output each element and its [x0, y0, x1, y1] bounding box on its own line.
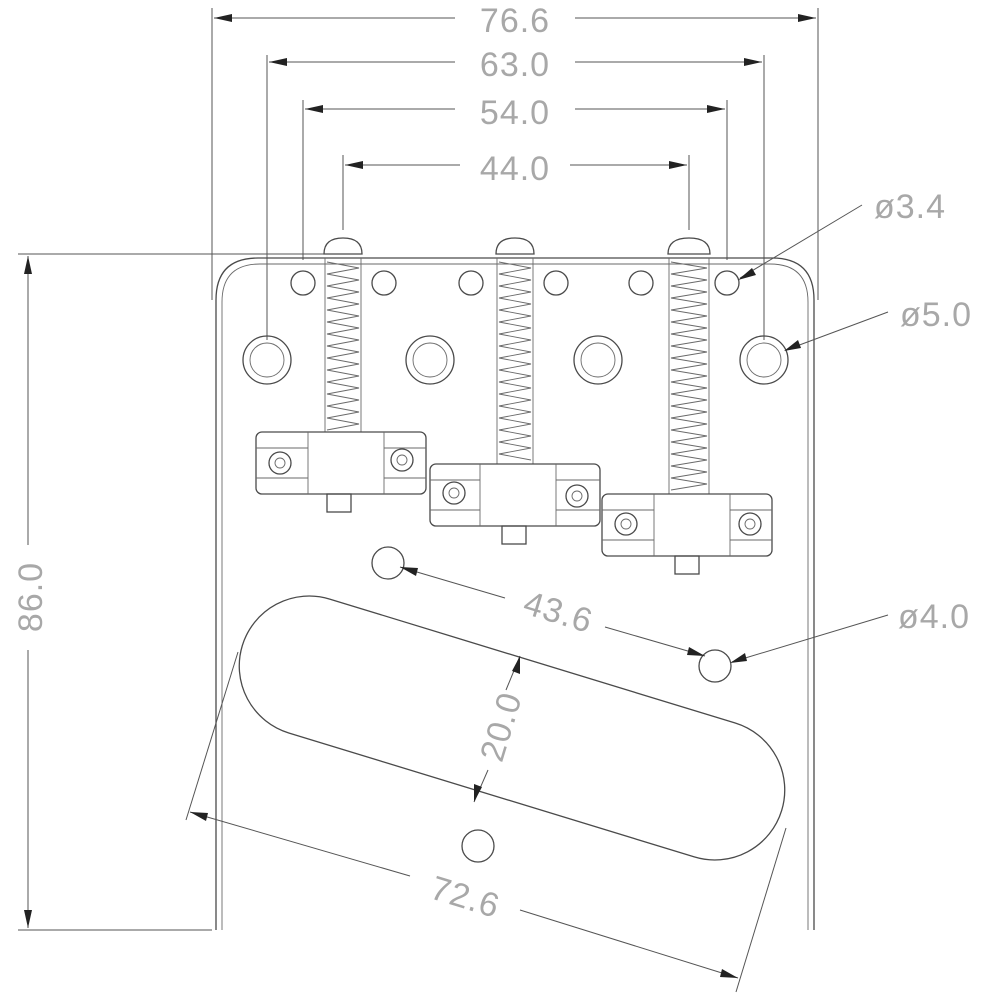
- springs: [324, 258, 710, 494]
- dimension-mount-hole-spacing: 43.6: [399, 566, 706, 657]
- pickup-width-label: 20.0: [473, 688, 530, 766]
- outer-hole-spacing-label: 63.0: [480, 46, 550, 84]
- saddle-3: [601, 493, 773, 575]
- bridge-plate-inner-edge: [221, 263, 809, 930]
- large-hole-diameter-label: ø5.0: [900, 296, 972, 334]
- small-hole-diameter-label: ø3.4: [874, 188, 946, 226]
- dimension-pickup-width: 20.0: [473, 655, 530, 803]
- dimension-plate-height: 86.0: [12, 253, 330, 931]
- plate-height-label: 86.0: [12, 562, 50, 632]
- saddle-2: [429, 463, 601, 545]
- pickup-slot: [238, 595, 786, 861]
- large-holes-row: [242, 335, 789, 385]
- dimension-outer-hole-spacing: 63.0: [266, 46, 765, 340]
- saddle-1: [255, 431, 427, 513]
- mount-hole-diameter-label: ø4.0: [898, 598, 970, 636]
- screw-heads: [323, 237, 711, 255]
- bridge-plate-outline: [215, 257, 815, 930]
- pickup-length-label: 72.6: [426, 869, 504, 926]
- dimension-pickup-length: 72.6: [185, 651, 787, 993]
- overall-width-label: 76.6: [480, 2, 550, 40]
- small-holes-row: [290, 270, 740, 296]
- dimension-screw-spacing: 44.0: [342, 150, 690, 230]
- callout-large-hole: ø5.0: [784, 296, 972, 351]
- callout-small-hole: ø3.4: [738, 188, 946, 280]
- dimension-inner-hole-spacing: 54.0: [302, 94, 728, 260]
- mount-holes: [371, 546, 732, 863]
- mount-hole-spacing-label: 43.6: [519, 584, 597, 641]
- screw-spacing-label: 44.0: [480, 150, 550, 188]
- dimension-overall-width: 76.6: [211, 2, 819, 300]
- callout-mount-hole: ø4.0: [730, 598, 970, 663]
- inner-hole-spacing-label: 54.0: [480, 94, 550, 132]
